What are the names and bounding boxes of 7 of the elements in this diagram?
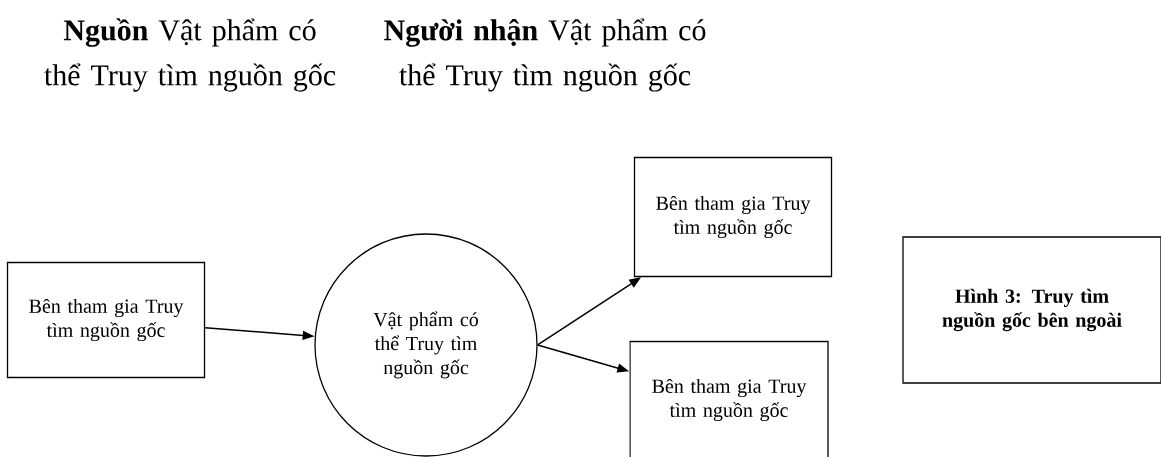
process-box: Bên tham gia Truy tìm nguồn gốc	[629, 340, 829, 457]
ellipse-node: Vật phẩm có thể Truy tìm nguồn gốc	[314, 233, 538, 457]
heading: Nguồn Vật phẩm có thể Truy tìm nguồn gốc	[44, 18, 336, 92]
heading: Người nhận Vật phẩm có thể Truy tìm nguồn gốc	[384, 18, 706, 92]
figure-caption-box: Hình 3: Truy tìm nguồn gốc bên ngoài	[902, 236, 1161, 384]
process-box: Bên tham gia Truy tìm nguồn gốc	[6, 261, 206, 379]
process-box: Bên tham gia Truy tìm nguồn gốc	[633, 156, 833, 278]
